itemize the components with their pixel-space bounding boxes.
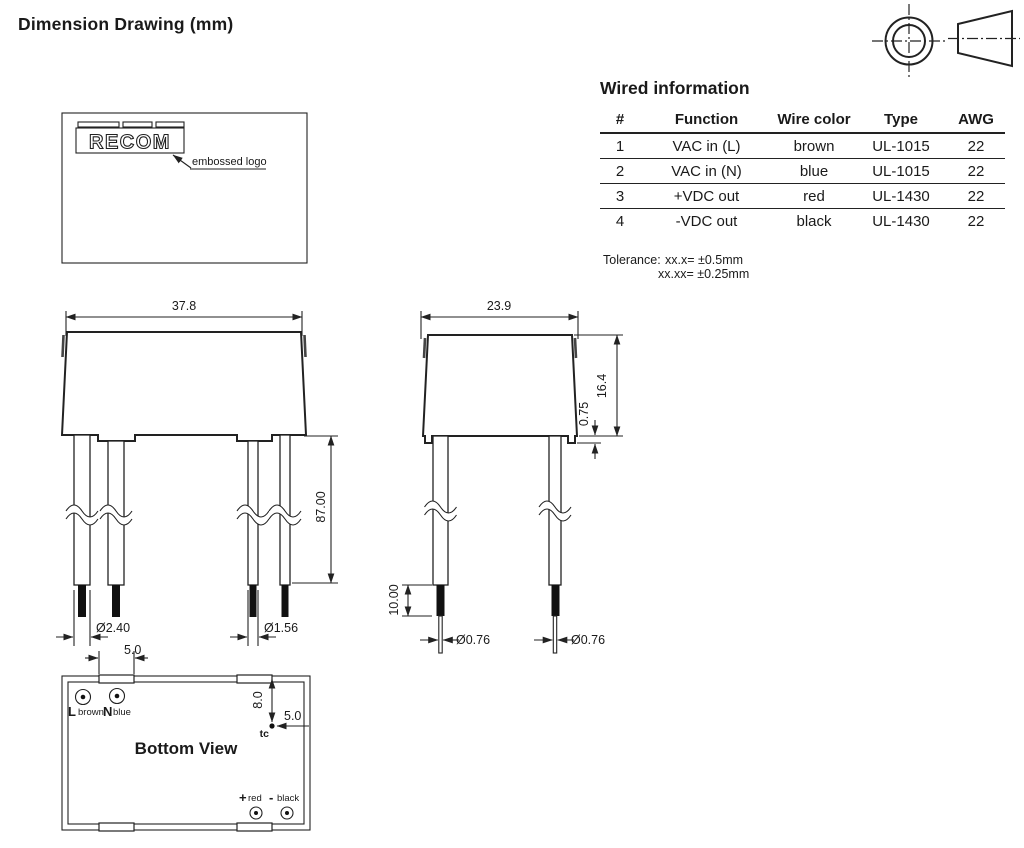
front-dc-wire-left	[247, 440, 259, 617]
pin-L-color-label: brown	[78, 707, 104, 718]
side-right-conductor-dia-label: Ø0.76	[571, 633, 605, 647]
tc-label: tc	[260, 728, 269, 740]
tc-vertical-dim-label: 8.0	[251, 691, 265, 708]
table-row: 2 VAC in (N) blue UL-1015 22	[600, 158, 1005, 184]
pin-L-label: L	[68, 704, 76, 719]
bottom-view: 5.0 L brown N blue Bottom View tc 8.0 5.…	[61, 643, 311, 832]
front-dc-dia-dim-label: Ø1.56	[264, 621, 298, 635]
side-strip-length-dim-label: 10.00	[387, 584, 401, 615]
side-height-dim-label: 16.4	[595, 374, 609, 398]
col-header-wirecolor: Wire color	[773, 107, 855, 134]
tolerance-line-2: xx.xx= ±0.25mm	[658, 267, 750, 281]
tolerance-label: Tolerance:	[603, 253, 661, 267]
col-header-type: Type	[855, 107, 947, 134]
pin-plus-color-label: red	[248, 793, 262, 804]
side-wire-left	[432, 435, 449, 654]
standoff-tab	[98, 822, 135, 832]
tc-horizontal-dim-label: 5.0	[284, 709, 301, 723]
col-header-number: #	[600, 107, 640, 134]
pin-plus-label: +	[239, 790, 247, 805]
wired-information-section: Wired information # Function Wire color …	[600, 78, 1010, 233]
pin-L: L brown	[68, 688, 104, 719]
table-row: 4 -VDC out black UL-1430 22	[615, 213, 985, 230]
col-header-function: Function	[640, 107, 773, 134]
col-header-awg: AWG	[947, 107, 1005, 134]
bottom-view-title: Bottom View	[135, 739, 238, 758]
pin-minus-label: -	[269, 790, 273, 805]
standoff-tab	[236, 674, 273, 684]
table-header-row: # Function Wire color Type AWG	[600, 107, 1005, 134]
standoff-tab	[98, 674, 135, 684]
pin-N-color-label: blue	[113, 707, 131, 718]
front-ac-dia-dim-label: Ø2.40	[96, 621, 130, 635]
page-title: Dimension Drawing (mm)	[18, 14, 234, 34]
table-row: 3 +VDC out red UL-1430 22	[600, 183, 1005, 209]
logo-text: RECOM	[89, 132, 171, 154]
top-view: RECOM embossed logo	[61, 112, 308, 264]
front-width-dim-label: 37.8	[172, 299, 196, 313]
side-view: 23.9 16.4 0.75 1	[387, 299, 623, 654]
side-depth-dim-label: 23.9	[487, 299, 511, 313]
recom-logo: RECOM	[75, 121, 185, 154]
front-ac-wire-right	[107, 440, 125, 617]
tolerance-line-1: xx.x= ±0.5mm	[665, 253, 744, 267]
pin-N: N blue	[103, 687, 131, 719]
wired-information-title: Wired information	[600, 78, 750, 98]
wired-info-table: # Function Wire color Type AWG 1 VAC in …	[600, 107, 1005, 233]
table-row: 1 VAC in (L) brown UL-1015 22	[600, 133, 1005, 159]
bottom-tab-width-dim-label: 5.0	[124, 643, 141, 657]
embossed-logo-label: embossed logo	[192, 156, 267, 168]
projection-symbol-circle-icon	[872, 4, 946, 78]
pin-minus: - black	[269, 790, 299, 820]
side-wire-right	[548, 435, 562, 654]
side-standoff-dim-label: 0.75	[577, 402, 591, 426]
side-left-conductor-dia-label: Ø0.76	[456, 633, 490, 647]
front-ac-wire-left	[73, 434, 91, 617]
pin-plus: + red	[239, 790, 263, 820]
front-view-body	[60, 331, 308, 442]
projection-symbol-cone-icon	[948, 9, 1020, 68]
front-dc-wire-right	[279, 434, 291, 617]
side-view-body	[421, 334, 579, 444]
bottom-view-outline	[61, 675, 311, 831]
bottom-view-inner-outline	[67, 681, 305, 825]
pin-N-label: N	[103, 704, 112, 719]
pin-minus-color-label: black	[277, 793, 299, 804]
front-view: 37.8 87.00	[56, 299, 338, 646]
tc-point	[269, 723, 275, 729]
top-view-outline	[61, 112, 308, 264]
leader-line	[172, 154, 192, 169]
front-lead-length-dim-label: 87.00	[314, 491, 328, 522]
standoff-tab	[236, 822, 273, 832]
